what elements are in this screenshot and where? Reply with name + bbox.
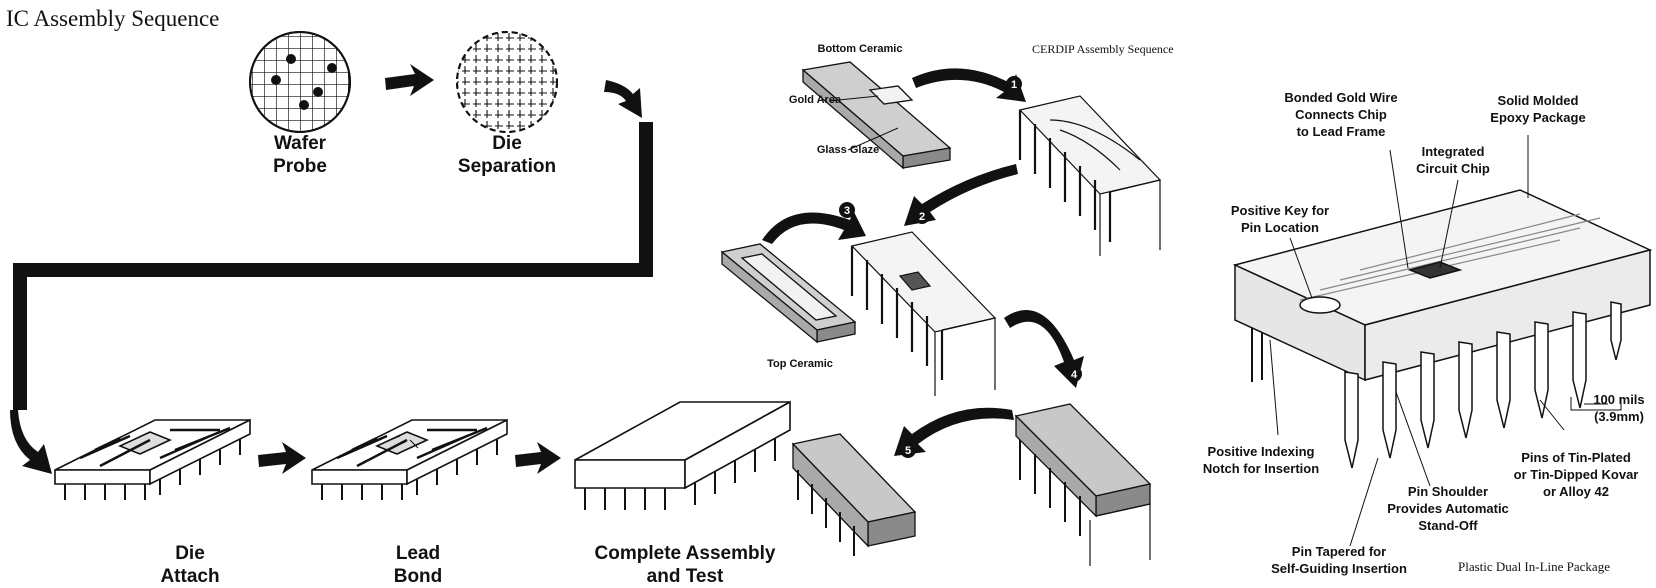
lead-bond-frame	[311, 418, 508, 500]
complete-assembly-label: Complete Assembly and Test	[594, 543, 776, 587]
solid-molded-label: Solid Molded Epoxy Package	[1490, 93, 1586, 125]
curved-arrow-icon	[1004, 310, 1084, 388]
indexing-notch-label: Positive Indexing Notch for Insertion	[1202, 444, 1320, 476]
step-marker-1: 1	[1006, 76, 1022, 92]
wafer-probe-label: Wafer Probe	[273, 133, 327, 177]
integrated-chip-label: Integrated Circuit Chip	[1416, 144, 1490, 176]
main-title: IC Assembly Sequence	[6, 6, 220, 31]
separated-wafer-icon	[456, 31, 558, 133]
svg-text:1: 1	[1011, 79, 1017, 91]
arrow-right-icon	[515, 442, 561, 474]
step-marker-2: 2	[914, 208, 930, 224]
process-flow-line	[13, 122, 653, 410]
svg-text:4: 4	[1071, 369, 1078, 381]
curved-arrow-icon	[604, 80, 642, 118]
complete-package	[574, 400, 791, 510]
svg-text:5: 5	[905, 445, 911, 457]
plastic-dip-package	[1232, 189, 1653, 469]
arrow-right-icon	[385, 64, 434, 96]
positive-key-label: Positive Key for Pin Location	[1230, 203, 1330, 235]
svg-text:2: 2	[919, 211, 925, 223]
pin-shoulder-label: Pin Shoulder Provides Automatic Stand-Of…	[1387, 484, 1509, 533]
top-ceramic-label: Top Ceramic	[767, 358, 833, 370]
finished-cerdip-part	[791, 433, 917, 556]
pdip-callout-lines	[1269, 135, 1622, 547]
step-marker-4: 4	[1066, 366, 1082, 382]
step-marker-3: 3	[839, 202, 855, 218]
wafer-icon	[249, 31, 351, 133]
top-ceramic-part	[720, 243, 857, 344]
gold-area-label: Gold Area	[788, 94, 842, 106]
pdip-title: Plastic Dual In-Line Package	[1458, 559, 1610, 574]
step-marker-5: 5	[900, 442, 916, 458]
die-separation-label: Die Separation	[457, 133, 557, 177]
assembled-frame-part	[850, 231, 997, 396]
curved-arrow-icon	[912, 68, 1026, 102]
svg-text:3: 3	[844, 205, 850, 217]
pin-tapered-label: Pin Tapered for Self-Guiding Insertion	[1271, 544, 1407, 576]
bonded-gold-wire-label: Bonded Gold Wire Connects Chip to Lead F…	[1284, 90, 1398, 139]
lead-bond-label: Lead Bond	[393, 543, 443, 587]
pitch-label: 100 mils (3.9mm)	[1593, 392, 1645, 424]
die-attach-label: Die Attach	[160, 543, 220, 587]
pins-material-label: Pins of Tin-Plated or Tin-Dipped Kovar o…	[1513, 450, 1639, 499]
arrow-right-icon	[258, 442, 306, 474]
die-attach-frame	[54, 418, 251, 500]
bottom-ceramic-part	[801, 61, 952, 170]
bottom-ceramic-label: Bottom Ceramic	[817, 43, 903, 55]
curved-arrow-down-icon	[10, 410, 52, 474]
curved-arrow-icon	[762, 210, 866, 244]
lead-frame-part	[1018, 95, 1162, 256]
curved-arrow-icon	[904, 164, 1018, 226]
cerdip-title: CERDIP Assembly Sequence	[1032, 42, 1174, 56]
glass-glaze-label: Glass Glaze	[816, 144, 880, 156]
sealed-package-part	[1014, 403, 1152, 566]
